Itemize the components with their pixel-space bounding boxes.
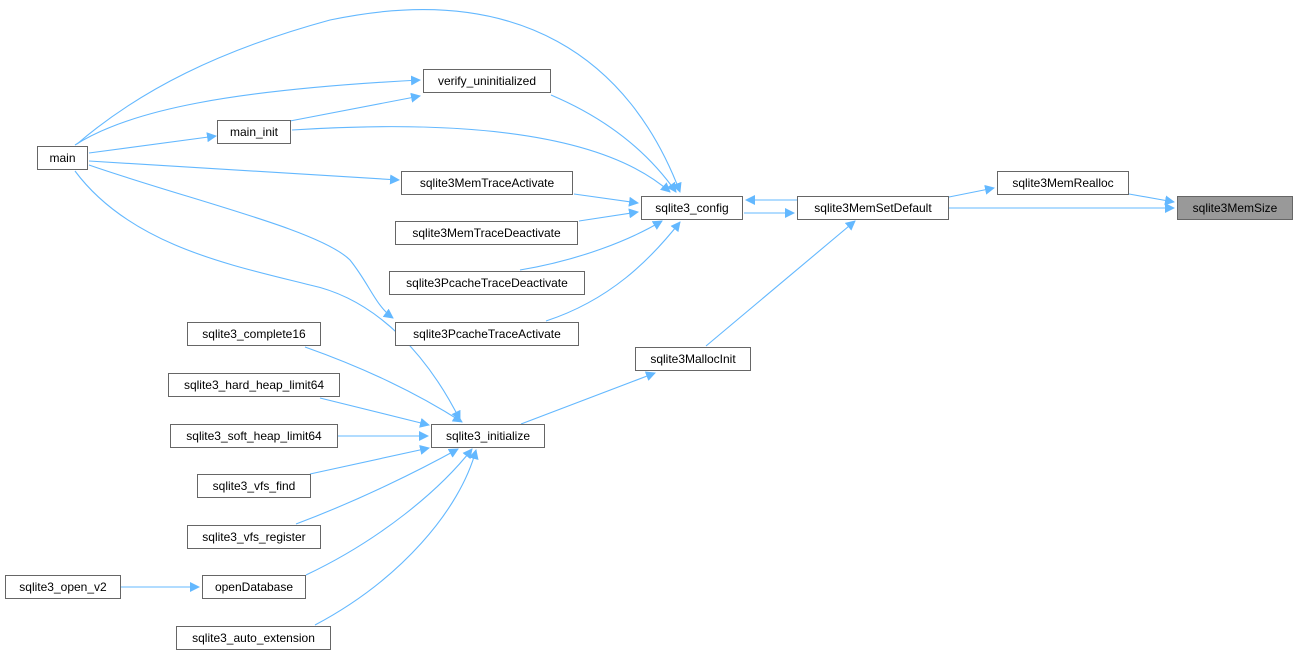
node-sqlite3-mem-size: sqlite3MemSize	[1177, 196, 1293, 220]
edge-main-to-verify_uninitialized	[74, 75, 421, 146]
edge-openDatabase-to-sqlite3_initialize	[305, 448, 473, 576]
edge-main-to-sqlite3_initialize	[74, 170, 461, 421]
edge-sqlite3_vfs_find-to-sqlite3_initialize	[309, 445, 430, 475]
node-sqlite3-hard-heap-limit64[interactable]: sqlite3_hard_heap_limit64	[168, 373, 340, 397]
node-sqlite3-auto-extension[interactable]: sqlite3_auto_extension	[176, 626, 331, 650]
node-sqlite3-vfs-find[interactable]: sqlite3_vfs_find	[197, 474, 311, 498]
node-sqlite3-initialize[interactable]: sqlite3_initialize	[431, 424, 545, 448]
edge-verify_uninitialized-to-sqlite3_config	[550, 94, 677, 193]
edge-main_init-to-sqlite3_config	[291, 126, 671, 193]
edge-sqlite3_hard_heap_limit64-to-sqlite3_initialize	[319, 397, 430, 428]
node-sqlite3-complete16[interactable]: sqlite3_complete16	[187, 322, 321, 346]
edge-sqlite3MemTraceActivate-to-sqlite3_config	[573, 193, 639, 207]
node-open-database[interactable]: openDatabase	[202, 575, 306, 599]
node-sqlite3-mem-set-default[interactable]: sqlite3MemSetDefault	[797, 196, 949, 220]
node-sqlite3-open-v2[interactable]: sqlite3_open_v2	[5, 575, 121, 599]
node-sqlite3-pcache-trace-activate[interactable]: sqlite3PcacheTraceActivate	[395, 322, 579, 346]
node-sqlite3-malloc-init[interactable]: sqlite3MallocInit	[635, 347, 751, 371]
node-sqlite3-config[interactable]: sqlite3_config	[641, 196, 743, 220]
edge-sqlite3_vfs_register-to-sqlite3_initialize	[295, 448, 459, 525]
edge-sqlite3MallocInit-to-sqlite3MemSetDefault	[705, 220, 856, 347]
node-sqlite3-mem-trace-activate[interactable]: sqlite3MemTraceActivate	[401, 171, 573, 195]
edge-main-to-sqlite3PcacheTraceActivate	[88, 164, 394, 319]
node-sqlite3-mem-realloc[interactable]: sqlite3MemRealloc	[997, 171, 1129, 195]
node-main-init[interactable]: main_init	[217, 120, 291, 144]
edge-main-to-sqlite3MemTraceActivate	[88, 160, 400, 185]
edge-sqlite3PcacheTraceActivate-to-sqlite3_config	[545, 221, 681, 322]
node-sqlite3-mem-trace-deactivate[interactable]: sqlite3MemTraceDeactivate	[395, 221, 578, 245]
edge-sqlite3_auto_extension-to-sqlite3_initialize	[314, 449, 479, 626]
edge-sqlite3MemSetDefault-to-sqlite3MemRealloc	[948, 184, 995, 198]
edge-main_init-to-verify_uninitialized	[289, 92, 421, 122]
edge-sqlite3_initialize-to-sqlite3MallocInit	[520, 371, 656, 425]
edge-main-to-main_init	[88, 132, 217, 154]
node-verify-uninitialized[interactable]: verify_uninitialized	[423, 69, 551, 93]
node-sqlite3-pcache-trace-deactivate[interactable]: sqlite3PcacheTraceDeactivate	[389, 271, 585, 295]
edge-main-to-sqlite3_config	[76, 9, 682, 193]
node-main[interactable]: main	[37, 146, 88, 170]
edge-sqlite3MemRealloc-to-sqlite3MemSize	[1128, 193, 1175, 206]
edge-sqlite3_complete16-to-sqlite3_initialize	[304, 346, 463, 423]
node-sqlite3-vfs-register[interactable]: sqlite3_vfs_register	[187, 525, 321, 549]
edge-sqlite3PcacheTraceDeactivate-to-sqlite3_config	[519, 220, 663, 271]
edge-sqlite3MemTraceDeactivate-to-sqlite3_config	[578, 208, 639, 222]
node-sqlite3-soft-heap-limit64[interactable]: sqlite3_soft_heap_limit64	[170, 424, 338, 448]
